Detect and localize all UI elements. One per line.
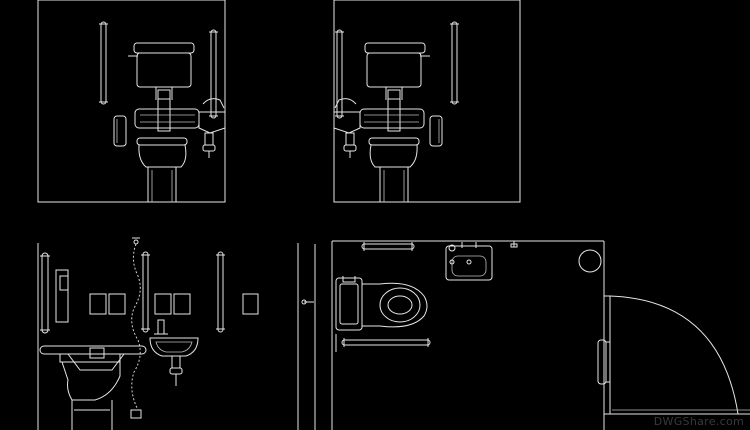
grab-rail-right [450,22,459,104]
cistern [128,43,194,100]
grab-rail-right [216,252,225,332]
plan-rail-top [362,242,414,251]
basin-side [334,99,360,158]
paper-holder [430,116,442,146]
elevation-1-wall [38,0,225,202]
paper-holder [114,116,126,146]
plan-rail-bottom [336,334,430,352]
grab-rail-left [335,30,344,118]
cistern-side [56,270,68,322]
watermark: DWGShare.com [653,415,744,428]
plan-toilet [362,283,427,327]
fold-down-rail [135,99,199,131]
pull-cord [131,238,141,418]
grab-rail-right [209,30,218,118]
grab-rail-wall [40,253,50,333]
basin-side [199,99,225,158]
grab-rail-mid [141,252,150,332]
wc-pan [369,138,419,202]
plan-door [598,296,750,414]
elevation-2 [334,0,520,202]
switch-plates [90,294,258,314]
plan-round-fixture [579,250,601,272]
wc-pan-side [60,354,120,430]
grab-rail-left [99,22,108,104]
cistern [365,43,430,100]
wc-pan [137,138,187,202]
plan-cistern [336,276,362,330]
basin-front [150,320,198,386]
floor-plan [302,241,750,430]
elevation-1 [38,0,225,202]
elevation-3 [38,238,298,430]
elevation-2-wall [334,0,520,202]
fold-down-rail [360,99,424,131]
fold-down-rail-side [40,346,146,370]
plan-basin [446,242,492,280]
